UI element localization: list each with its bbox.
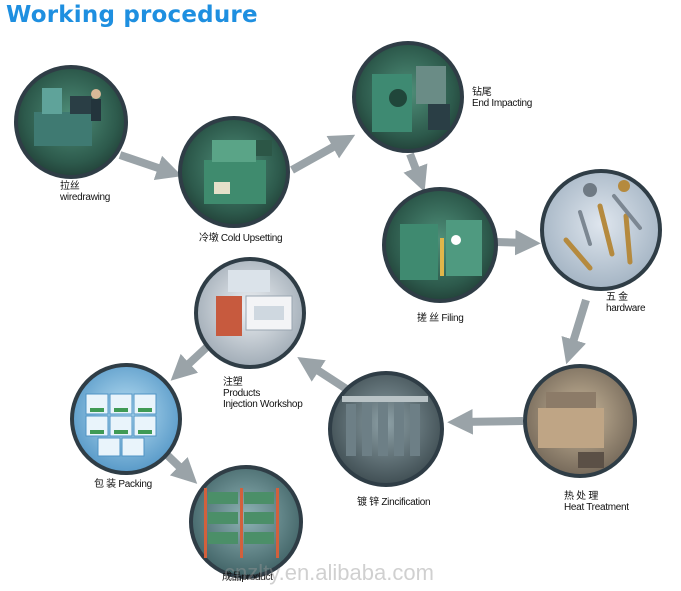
step-injection-workshop-photo: [194, 257, 306, 369]
label-product-en: product: [241, 572, 273, 583]
diagram-title: Working procedure: [6, 2, 258, 28]
arrow-5-to-6: [561, 298, 590, 365]
label-heat-treatment-zh: 热 处 理: [564, 491, 599, 502]
arrow-6-to-7: [447, 408, 524, 435]
label-heat-treatment: 热 处 理 Heat Treatment: [564, 491, 629, 513]
label-wiredrawing: 拉丝 wiredrawing: [60, 181, 110, 203]
label-packing-zh: 包 装: [94, 479, 116, 490]
label-cold-upsetting: 冷墩 Cold Upsetting: [199, 233, 283, 244]
arrow-2-to-3: [290, 134, 356, 174]
step-product-photo: [189, 465, 303, 579]
label-zincification: 镀 锌 Zincification: [357, 497, 431, 508]
label-packing-en: Packing: [118, 479, 152, 490]
label-cold-upsetting-zh: 冷墩: [199, 233, 219, 244]
label-end-impacting-zh: 钻尾: [472, 87, 492, 98]
label-packing: 包 装 Packing: [94, 479, 152, 490]
label-hardware: 五 金 hardware: [606, 292, 646, 314]
label-filing-zh: 搓 丝: [417, 313, 439, 324]
label-hardware-zh: 五 金: [606, 292, 628, 303]
label-injection-workshop: 注塑 Products Injection Workshop: [223, 377, 303, 410]
step-filing-photo: [382, 187, 498, 303]
label-hardware-en: hardware: [606, 303, 646, 314]
watermark: cnzlty.en.alibaba.com: [224, 560, 434, 585]
arrow-8-to-9: [170, 343, 211, 381]
label-zincification-zh: 镀 锌: [357, 497, 379, 508]
label-filing: 搓 丝 Filing: [417, 313, 464, 324]
label-product: 成品product: [222, 572, 273, 583]
label-end-impacting-en: End Impacting: [472, 98, 533, 109]
arrow-4-to-5: [495, 229, 541, 256]
step-wiredrawing-photo: [14, 65, 128, 179]
label-injection-workshop-en: Products: [223, 388, 261, 399]
label-heat-treatment-en: Heat Treatment: [564, 502, 629, 513]
label-wiredrawing-en: wiredrawing: [60, 192, 111, 203]
label-filing-en: Filing: [441, 313, 464, 324]
label-end-impacting: 钻尾 End Impacting: [472, 87, 532, 109]
step-hardware-photo: [540, 169, 662, 291]
step-heat-treatment-photo: [523, 364, 637, 478]
step-cold-upsetting-photo: [178, 116, 290, 228]
step-zincification-photo: [328, 371, 444, 487]
label-zincification-en: Zincification: [381, 497, 431, 508]
label-injection-workshop-en2: Injection Workshop: [223, 399, 303, 410]
arrow-1-to-2: [118, 151, 183, 180]
label-product-zh: 成品: [222, 572, 242, 583]
step-end-impacting-photo: [352, 41, 464, 153]
label-injection-workshop-zh: 注塑: [223, 377, 243, 388]
label-cold-upsetting-en: Cold Upsetting: [220, 233, 283, 244]
arrow-7-to-8: [297, 357, 351, 394]
label-wiredrawing-zh: 拉丝: [60, 181, 80, 192]
step-packing-photo: [70, 363, 182, 475]
arrow-3-to-4: [403, 152, 428, 192]
